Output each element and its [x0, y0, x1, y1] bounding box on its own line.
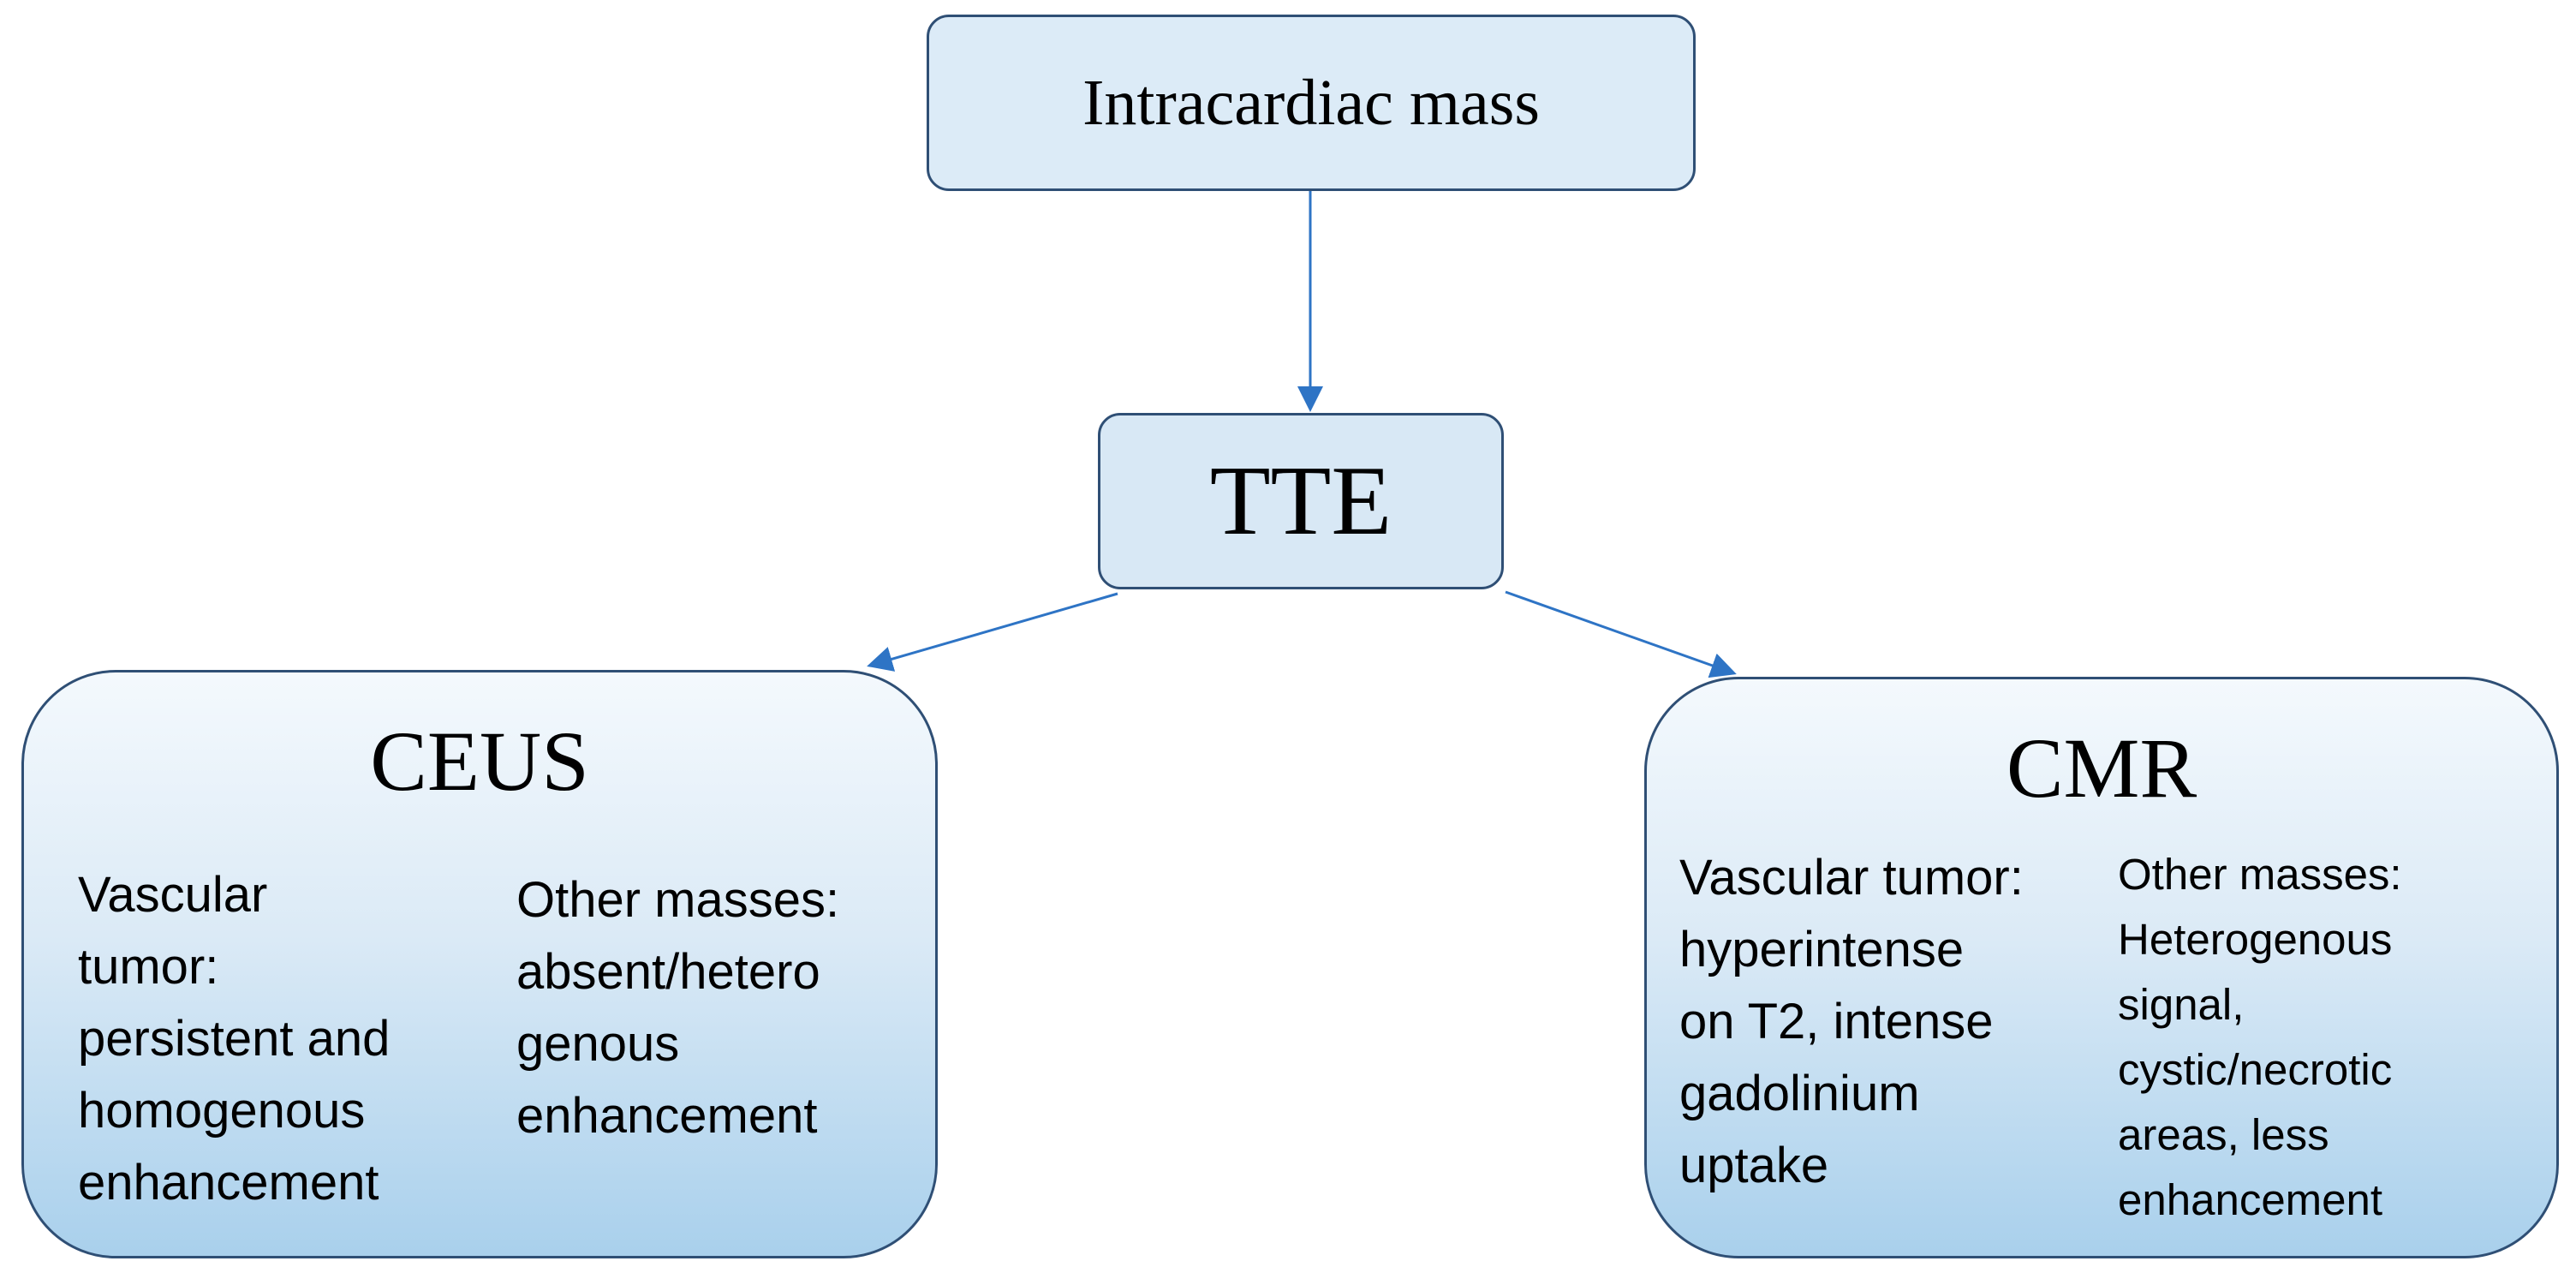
node-ceus: CEUS Vascular tumor: persistent and homo…: [21, 670, 938, 1258]
node-intracardiac-mass-title: Intracardiac mass: [1082, 66, 1540, 139]
node-cmr: CMR Vascular tumor: hyperintense on T2, …: [1644, 677, 2559, 1258]
node-cmr-title: CMR: [2006, 720, 2197, 816]
ceus-other-masses-text: Other masses: absent/hetero genous enhan…: [516, 872, 840, 1144]
arrow-mid-to-left: [867, 592, 1118, 672]
arrow-mid-to-right: [1505, 590, 1737, 678]
cmr-vascular-tumor-text: Vascular tumor: hyperintense on T2, inte…: [1679, 850, 2024, 1193]
node-ceus-title: CEUS: [370, 714, 589, 809]
node-tte: TTE: [1098, 413, 1504, 589]
cmr-other-masses-text: Other masses: Heterogenous signal, cysti…: [2118, 850, 2402, 1224]
node-tte-title: TTE: [1209, 445, 1392, 556]
ceus-vascular-tumor-text: Vascular tumor: persistent and homogenou…: [78, 867, 391, 1210]
node-intracardiac-mass: Intracardiac mass: [927, 15, 1696, 191]
